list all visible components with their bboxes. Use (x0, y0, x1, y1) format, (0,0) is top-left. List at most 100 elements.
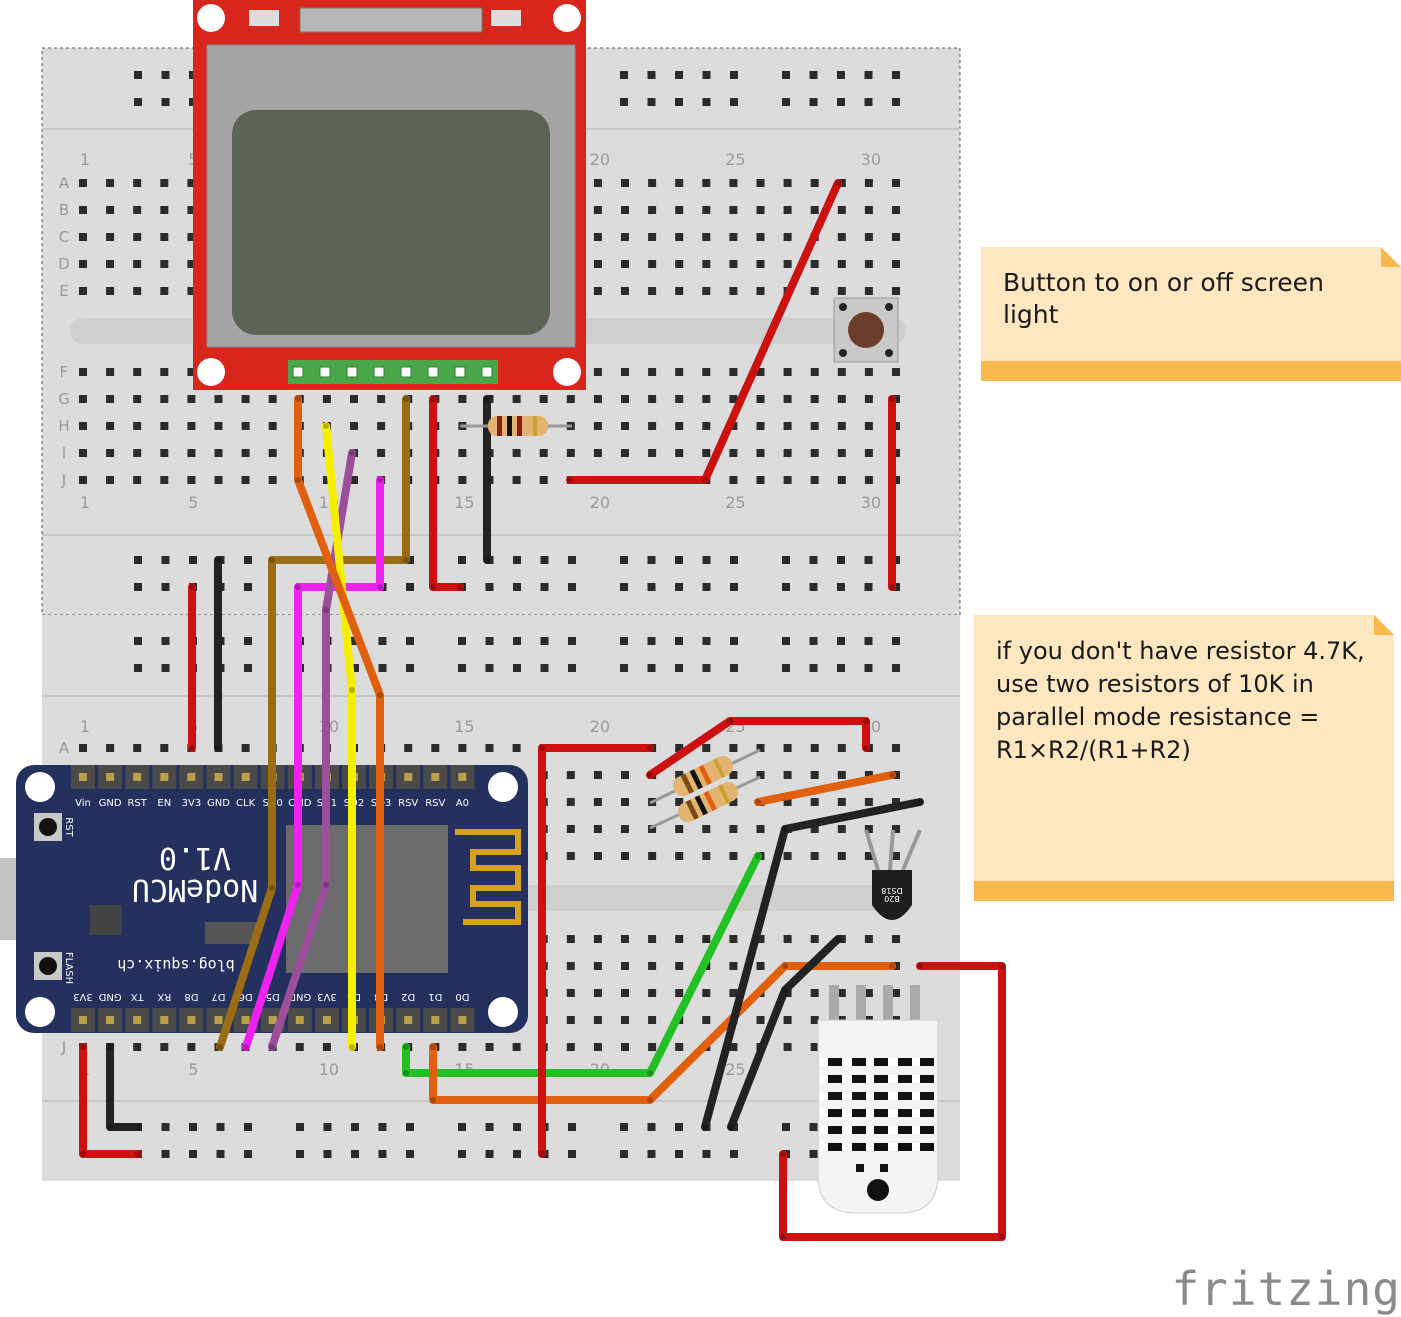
rail-hole (837, 583, 845, 591)
rail-hole (378, 1123, 387, 1131)
breadboard-hole (729, 287, 738, 295)
note-fold-icon (1374, 615, 1394, 635)
breadboard-hole (756, 260, 765, 268)
wire-bend-point (243, 1044, 249, 1050)
breadboard-hole (593, 935, 602, 943)
column-label: 5 (188, 1060, 198, 1079)
wire-bend-point (215, 745, 221, 751)
breadboard-hole (729, 449, 738, 457)
breadboard-hole (892, 852, 900, 860)
breadboard-hole (458, 395, 467, 403)
wire-bend-point (889, 396, 895, 402)
breadboard-hole (295, 1043, 304, 1051)
row-label: J (61, 471, 66, 489)
rail-hole (809, 71, 818, 79)
breadboard-hole (621, 825, 629, 833)
breadboard-hole (187, 233, 196, 241)
breadboard-hole (729, 935, 738, 943)
pin-bottom-tip (133, 1016, 142, 1024)
nodemcu-version-label: V1.0 (159, 840, 231, 875)
breadboard-hole (729, 798, 738, 806)
rail-hole (647, 71, 656, 79)
breadboard-hole (160, 206, 169, 214)
lcd-top-led (249, 10, 279, 26)
breadboard-hole (322, 1043, 331, 1051)
breadboard-hole (729, 771, 738, 779)
wire-bend-point (323, 607, 329, 613)
pin-bottom-tip (404, 1016, 413, 1024)
breadboard-hole (621, 179, 629, 187)
breadboard-hole (621, 206, 629, 214)
lcd-mount-hole-icon (197, 4, 225, 32)
lcd-top-led-2 (491, 10, 521, 26)
rail-hole (647, 556, 656, 564)
wire-magenta (242, 476, 384, 1051)
breadboard-hole (214, 449, 223, 457)
rail-hole (568, 637, 576, 645)
pin-bottom-tip (241, 1016, 250, 1024)
dht22-sensor (817, 985, 939, 1214)
wire-bend-point (135, 1124, 141, 1130)
rail-hole (161, 637, 170, 645)
nodemcu-site-label: blog.squix.ch (117, 956, 234, 974)
breadboard-hole (79, 422, 87, 430)
pin-label-bottom: D2 (401, 991, 415, 1002)
wire-bend-point (702, 477, 708, 483)
breadboard-hole (702, 1016, 711, 1024)
wire-bend-point (377, 477, 383, 483)
breadboard-hole (837, 233, 846, 241)
resistor-band (497, 416, 502, 436)
rail-hole (809, 637, 818, 645)
row-label: A (59, 174, 70, 192)
pin-label-bottom: D8 (184, 991, 198, 1002)
resistor-band (694, 795, 708, 816)
breadboard-hole (593, 368, 602, 376)
wire-bend-point (349, 1044, 355, 1050)
rail-hole (513, 637, 521, 645)
pin-label-bottom: GND (288, 991, 311, 1002)
breadboard-hole (648, 260, 657, 268)
push-button-leg-icon (839, 303, 847, 311)
rail-hole (675, 664, 683, 672)
breadboard-hole (160, 287, 169, 295)
rail-hole (189, 1123, 197, 1131)
breadboard-hole (133, 1043, 142, 1051)
breadboard-hole (783, 179, 792, 187)
breadboard-hole (133, 233, 142, 241)
rail-hole (161, 583, 170, 591)
chip-regulator (205, 922, 259, 944)
breadboard-hole (133, 395, 142, 403)
column-label: 25 (725, 1060, 745, 1079)
breadboard-hole (512, 395, 521, 403)
breadboard-hole (810, 260, 819, 268)
breadboard-hole (783, 395, 792, 403)
rail-hole (730, 1150, 738, 1158)
breadboard-hole (702, 852, 711, 860)
rail-hole (134, 71, 142, 79)
breadboard-hole (268, 395, 277, 403)
rail-hole (458, 556, 466, 564)
wire-bend-point (217, 1044, 223, 1050)
breadboard-hole (512, 449, 521, 457)
dht-grill-hole (898, 1126, 912, 1134)
wire-bend-point (999, 1234, 1005, 1240)
rail-hole (513, 1150, 521, 1158)
pin-top-tip (133, 773, 142, 781)
flash-button-cap-icon (39, 957, 57, 975)
esp-module-shield (286, 825, 448, 973)
pin-bottom-tip (187, 1016, 196, 1024)
row-label: H (58, 417, 69, 435)
pin-label-top: GND (99, 798, 122, 809)
breadboard-hole (79, 179, 87, 187)
breadboard-hole (187, 449, 196, 457)
dht-grill-hole (852, 1109, 866, 1117)
breadboard-hole (864, 233, 873, 241)
rail-hole (485, 583, 494, 591)
breadboard-bottom-rail-separator (42, 695, 960, 697)
resistor-band (517, 416, 522, 436)
row-label: D (58, 255, 70, 273)
wire-bend-point (863, 745, 869, 751)
rail-hole (837, 98, 845, 106)
breadboard-hole (783, 368, 792, 376)
